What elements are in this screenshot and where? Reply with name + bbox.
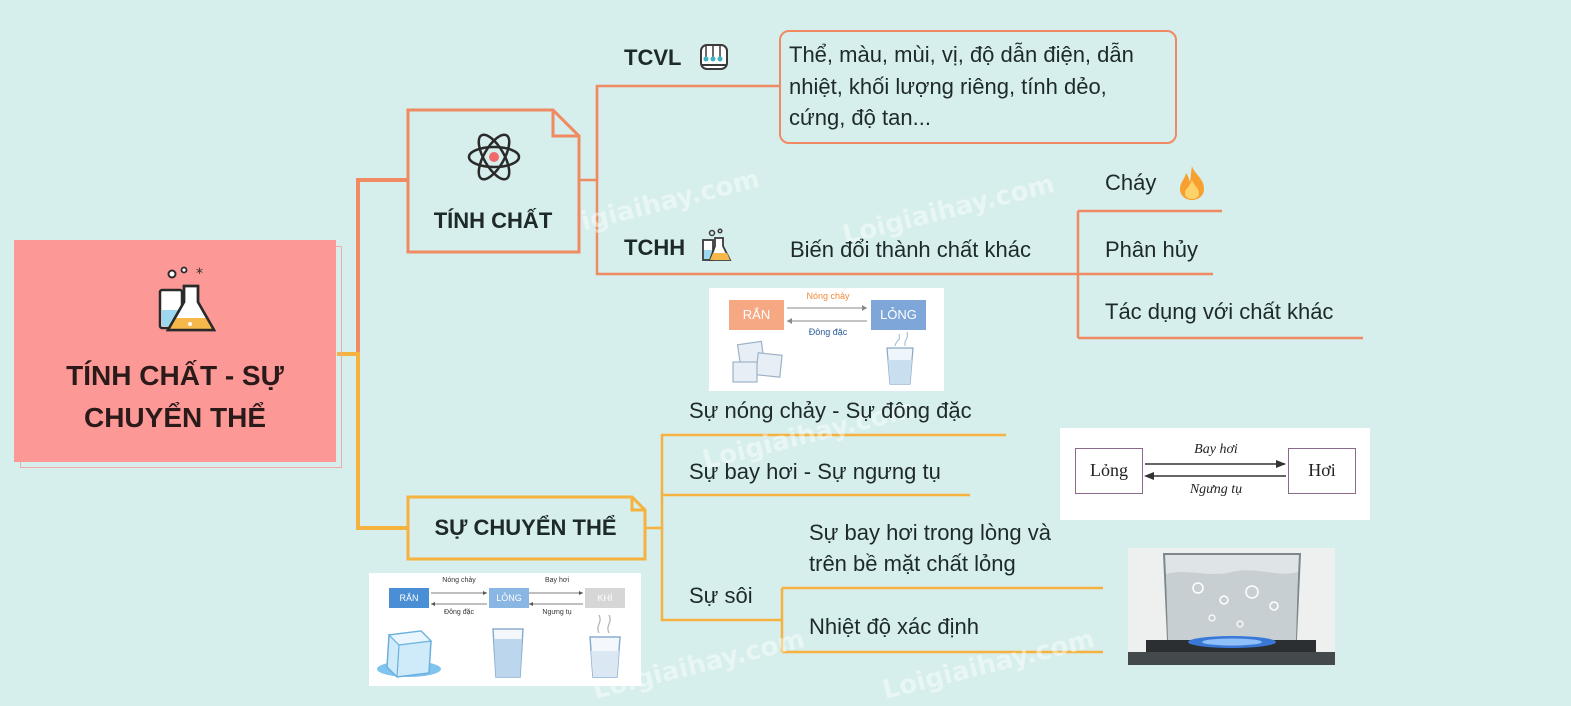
item-phan-huy[interactable]: Phân hủy xyxy=(1105,237,1198,262)
state-liquid: LỎNG xyxy=(489,588,529,608)
physical-desc-line3: cứng, độ tan... xyxy=(789,105,931,130)
evaporation-image: Lỏng Hơi Bay hơi Ngưng tụ xyxy=(1060,428,1370,520)
liquid-box: Lỏng xyxy=(1075,448,1143,494)
root-node[interactable]: * TÍNH CHẤT - SỰ CHUYỂN THỂ xyxy=(14,240,336,462)
chemical-desc: Biến đổi thành chất khác xyxy=(790,237,1031,262)
item-tac-dung[interactable]: Tác dụng với chất khác xyxy=(1105,299,1334,324)
mind-map: Loigiaihay.com Loigiaihay.com Loigiaihay… xyxy=(14,30,1370,706)
state-gas: KHÍ xyxy=(585,588,625,608)
transitions-node-frame xyxy=(406,495,647,561)
boiling-sub-temp[interactable]: Nhiệt độ xác định xyxy=(809,614,979,639)
transitions-node-label[interactable]: SỰ CHUYỂN THỂ xyxy=(434,515,617,540)
boiling-sub-line2: trên bề mặt chất lỏng xyxy=(809,551,1016,576)
item-chay[interactable]: Cháy xyxy=(1105,170,1157,195)
item-melting-freezing[interactable]: Sự nóng chảy - Sự đông đặc xyxy=(689,398,972,423)
atom-icon xyxy=(467,133,521,181)
item-boiling[interactable]: Sự sôi xyxy=(689,583,753,608)
evaporation-arrows xyxy=(1144,460,1286,480)
freeze-label: Đông đặc xyxy=(444,609,474,616)
physical-properties-box xyxy=(779,30,1177,144)
three-states-graphics xyxy=(377,591,621,678)
condensation-arrow-label: Ngưng tụ xyxy=(1189,482,1243,497)
vapor-box: Hơi xyxy=(1288,448,1356,494)
properties-node-frame xyxy=(406,108,581,254)
condense-label: Ngưng tụ xyxy=(542,609,572,616)
evaporate-label: Bay hơi xyxy=(544,577,570,584)
melt-label: Nóng chảy xyxy=(442,577,476,584)
freezing-arrow-label: Đông đặc xyxy=(808,327,848,337)
chemistry-beaker-icon xyxy=(702,228,732,261)
liquid-label: LỎNG xyxy=(871,300,926,330)
root-title-line2: CHUYỂN THỂ xyxy=(83,402,266,433)
state-solid: RẮN xyxy=(389,588,429,608)
boiling-pot-icon xyxy=(1128,548,1335,665)
physical-properties-label[interactable]: TCVL xyxy=(624,45,682,70)
melting-arrow-label: Nóng chảy xyxy=(806,291,850,301)
physical-desc-line1: Thể, màu, mùi, vị, độ dẫn điện, dẫn xyxy=(789,42,1134,67)
connector-lines xyxy=(337,84,1363,654)
properties-node-label[interactable]: TÍNH CHẤT xyxy=(433,208,553,233)
physical-desc-line2: nhiệt, khối lượng riêng, tính dẻo, xyxy=(789,74,1107,99)
three-states-image: RẮN LỎNG KHÍ Nóng chảy Đông đặc Bay hơi … xyxy=(369,573,641,686)
svg-text:*: * xyxy=(196,266,203,282)
fire-icon xyxy=(1180,166,1204,200)
lab-flask-icon: * xyxy=(158,266,217,332)
boiling-image xyxy=(1128,548,1335,665)
boiling-sub-line1: Sự bay hơi trong lòng và xyxy=(809,520,1051,545)
evaporation-arrow-label: Bay hơi xyxy=(1194,442,1238,457)
solid-label: RẮN xyxy=(729,300,784,330)
melting-freezing-image: RẮN LỎNG Nóng chảy Đông đặc xyxy=(709,288,944,391)
measuring-device-icon xyxy=(700,44,728,70)
item-evaporation-condensation[interactable]: Sự bay hơi - Sự ngưng tụ xyxy=(689,459,941,484)
chemical-properties-label[interactable]: TCHH xyxy=(624,235,686,260)
root-title-line1: TÍNH CHẤT - SỰ xyxy=(66,360,284,391)
melting-image-graphics xyxy=(732,305,914,385)
